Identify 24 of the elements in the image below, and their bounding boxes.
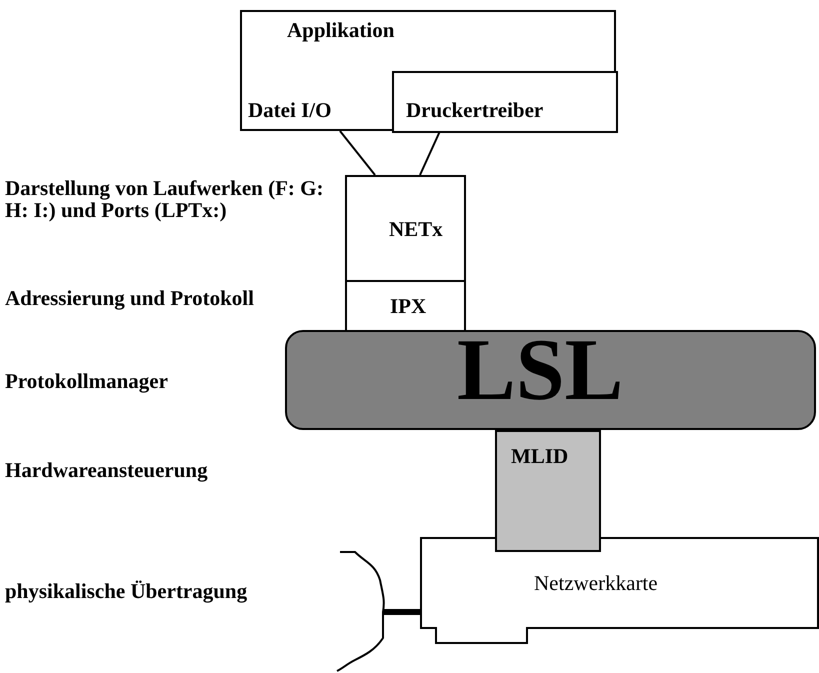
layer-title: LSL <box>457 321 624 421</box>
application-box <box>240 10 616 131</box>
layer-bar <box>285 330 816 430</box>
layer-description: Adressierung und Protokoll <box>5 287 255 309</box>
connector-line <box>339 130 376 176</box>
node-label: Druckertreiber <box>406 98 544 123</box>
layer-box <box>345 175 466 282</box>
layer-description: Protokollmanager <box>5 370 169 392</box>
connector-line <box>419 130 441 176</box>
layer-description: Hardwareansteuerung <box>5 459 209 481</box>
node-label: Datei I/O <box>248 98 332 123</box>
layer-box <box>345 280 466 331</box>
node-label: IPX <box>390 294 426 319</box>
node-label: MLID <box>511 444 568 469</box>
card-connector-tab <box>435 627 528 644</box>
layer-description: physikalische Übertragung <box>5 580 248 602</box>
layer-description: Darstellung von Laufwerken (F: G: H: I:) und Ports (LPTx:) <box>5 177 324 221</box>
node-label: NETx <box>389 217 443 242</box>
network-card-box <box>420 537 819 629</box>
node-label: Applikation <box>287 18 394 43</box>
layer-box <box>495 430 601 552</box>
printer-driver-box <box>392 71 618 133</box>
connector-plug <box>383 609 420 615</box>
node-label: Netzwerkkarte <box>534 571 658 596</box>
